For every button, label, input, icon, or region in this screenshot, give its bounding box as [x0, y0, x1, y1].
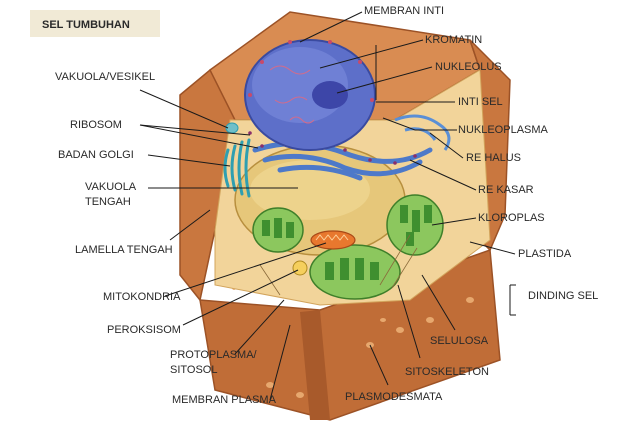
mitochondrion: [310, 230, 356, 250]
peroxisome: [292, 260, 308, 276]
nuclear-pores: [248, 40, 374, 102]
label-nukleolus: NUKLEOLUS: [435, 61, 502, 73]
label-lamella-tengah: LAMELLA TENGAH: [75, 244, 173, 256]
label-kromatin: KROMATIN: [425, 34, 482, 46]
label-membran-inti: MEMBRAN INTI: [364, 5, 444, 17]
label-plastida: PLASTIDA: [518, 248, 572, 260]
label-plasmodesmata: PLASMODESMATA: [345, 391, 443, 403]
labels: MEMBRAN INTI KROMATIN NUKLEOLUS INTI SEL…: [55, 5, 598, 406]
cytoskeleton: [259, 234, 418, 296]
title-background: [30, 10, 160, 37]
label-peroksisom: PEROKSISOM: [107, 324, 181, 336]
chloroplast-bottom: [309, 244, 401, 300]
label-vakuola-vesikel: VAKUOLA/VESIKEL: [55, 71, 155, 83]
label-sitoskeleton: SITOSKELETON: [405, 366, 489, 378]
label-vakuola-tengah: VAKUOLA: [85, 181, 137, 193]
label-inti-sel: INTI SEL: [458, 96, 503, 108]
nucleolus: [312, 81, 348, 109]
label-ribosom: RIBOSOM: [70, 119, 122, 131]
label-kloroplas: KLOROPLAS: [478, 212, 545, 224]
label-protoplasma: PROTOPLASMA/: [170, 349, 258, 361]
label-membran-plasma: MEMBRAN PLASMA: [172, 394, 277, 406]
cell-wall-edge: [300, 310, 330, 420]
title-box: SEL TUMBUHAN: [30, 10, 160, 37]
label-re-kasar: RE KASAR: [478, 184, 534, 196]
diagram-title: SEL TUMBUHAN: [42, 19, 130, 31]
golgi-body: [223, 138, 251, 198]
label-re-halus: RE HALUS: [466, 152, 521, 164]
label-badan-golgi: BADAN GOLGI: [58, 149, 134, 161]
label-nukleoplasma: NUKLEOPLASMA: [458, 124, 549, 136]
label-tengah: TENGAH: [85, 196, 131, 208]
label-sitosol: SITOSOL: [170, 364, 217, 376]
label-mitokondria: MITOKONDRIA: [103, 291, 181, 303]
chromatin: [269, 65, 315, 124]
leader-lines: [139, 11, 516, 401]
chloroplast-right: [386, 194, 444, 256]
chloroplast-left: [252, 207, 304, 253]
label-selulosa: SELULOSA: [430, 335, 489, 347]
cell-illustration: [179, 11, 511, 421]
label-dinding-sel: DINDING SEL: [528, 290, 598, 302]
